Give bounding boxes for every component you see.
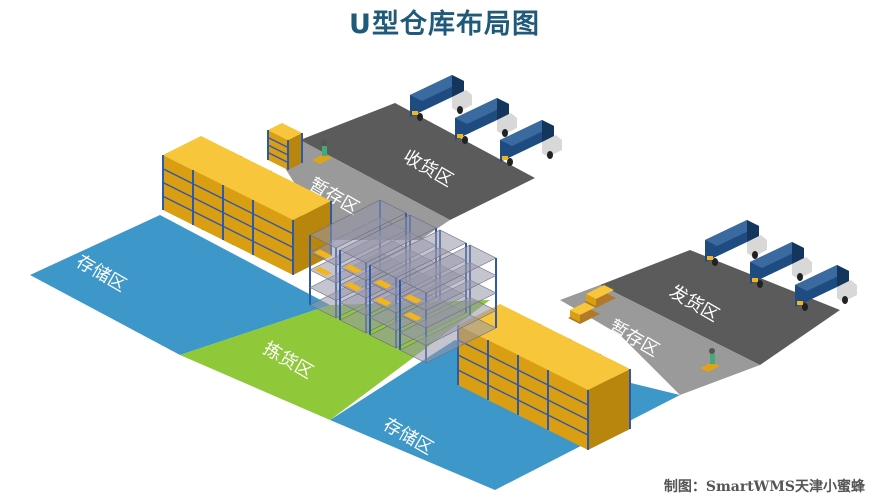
zone-storage-left — [30, 215, 330, 355]
truck-group — [410, 75, 857, 311]
delivery-truck — [455, 98, 517, 144]
zone-receiving — [300, 103, 535, 220]
storage-rack — [547, 349, 631, 450]
zone-shipping — [600, 250, 840, 365]
credit-text: 制图：SmartWMS天津小蜜蜂 — [663, 479, 865, 495]
delivery-truck — [410, 75, 472, 121]
page-title: U型仓库布局图 — [349, 9, 540, 40]
shelf-group — [309, 199, 497, 364]
delivery-truck — [750, 242, 812, 288]
forklift — [312, 140, 332, 164]
forklift-group — [312, 140, 720, 372]
storage-rack — [252, 181, 332, 275]
delivery-truck — [705, 220, 767, 266]
delivery-truck — [795, 265, 857, 311]
picking-shelf — [399, 244, 497, 364]
delivery-truck — [500, 120, 562, 166]
forklift — [700, 348, 720, 372]
pallet-boxes — [584, 285, 616, 308]
storage-rack — [267, 123, 303, 170]
